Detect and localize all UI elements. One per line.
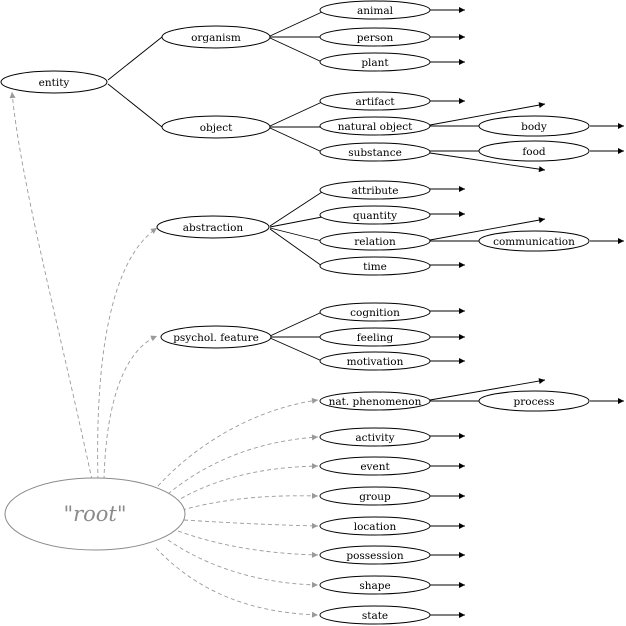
node-organism-label: organism bbox=[191, 32, 241, 44]
node-cognition-label: cognition bbox=[350, 307, 400, 319]
edge-root-shape bbox=[167, 539, 319, 588]
edge-root-nat-phenomenon bbox=[157, 397, 319, 487]
node-artifact-label: artifact bbox=[355, 96, 395, 108]
node-attribute: attribute bbox=[319, 180, 431, 200]
node-shape-label: shape bbox=[359, 580, 390, 592]
node-feeling: feeling bbox=[319, 327, 431, 347]
node-natural-object: natural object bbox=[319, 116, 431, 136]
edge-root-possession bbox=[177, 530, 319, 558]
node-time-label: time bbox=[363, 261, 387, 273]
node-attribute-label: attribute bbox=[352, 185, 399, 197]
node-food: food bbox=[478, 140, 590, 162]
node-group-label: group bbox=[359, 491, 391, 503]
node-state: state bbox=[319, 605, 431, 625]
node-event-label: event bbox=[360, 461, 390, 473]
edge-psychol-feature-cognition bbox=[269, 311, 323, 337]
node-possession-label: possession bbox=[346, 550, 403, 562]
root-node: "root" bbox=[4, 477, 186, 551]
edge-root-location bbox=[183, 519, 319, 529]
node-body: body bbox=[478, 115, 590, 137]
node-psychol-feature: psychol. feature bbox=[160, 325, 272, 349]
node-location: location bbox=[319, 516, 431, 536]
node-process: process bbox=[478, 390, 590, 412]
arrow-substance bbox=[429, 152, 546, 173]
node-possession: possession bbox=[319, 545, 431, 565]
node-shape: shape bbox=[319, 575, 431, 595]
node-substance: substance bbox=[319, 142, 431, 162]
node-communication-label: communication bbox=[493, 236, 575, 248]
node-entity-label: entity bbox=[39, 77, 70, 89]
node-animal-label: animal bbox=[357, 5, 394, 17]
node-person-label: person bbox=[357, 32, 394, 44]
node-nat-phenomenon-label: nat. phenomenon bbox=[329, 396, 422, 408]
root-label: "root" bbox=[63, 502, 126, 526]
edge-entity-object bbox=[107, 83, 163, 128]
node-object-label: object bbox=[200, 122, 233, 134]
node-communication: communication bbox=[478, 230, 590, 252]
node-feeling-label: feeling bbox=[357, 332, 394, 344]
node-activity: activity bbox=[319, 427, 431, 447]
node-relation: relation bbox=[319, 231, 431, 251]
node-organism: organism bbox=[161, 25, 271, 49]
node-motivation-label: motivation bbox=[347, 356, 404, 368]
node-entity: entity bbox=[0, 70, 108, 94]
node-body-label: body bbox=[521, 121, 547, 133]
node-abstraction-label: abstraction bbox=[183, 222, 244, 234]
node-nat-phenomenon: nat. phenomenon bbox=[319, 391, 431, 411]
arrow-relation bbox=[429, 217, 546, 241]
node-quantity: quantity bbox=[319, 205, 431, 225]
node-motivation: motivation bbox=[319, 351, 431, 371]
node-artifact: artifact bbox=[319, 91, 431, 111]
node-plant-label: plant bbox=[361, 57, 389, 69]
node-natural-object-label: natural object bbox=[338, 121, 413, 133]
node-psychol-feature-label: psychol. feature bbox=[173, 332, 259, 344]
node-event: event bbox=[319, 456, 431, 476]
edges-layer bbox=[9, 7, 624, 618]
node-substance-label: substance bbox=[348, 147, 402, 159]
node-object: object bbox=[161, 115, 271, 139]
edge-root-abstraction bbox=[97, 227, 158, 481]
edge-organism-animal bbox=[269, 11, 323, 37]
node-activity-label: activity bbox=[355, 432, 394, 444]
node-person: person bbox=[319, 27, 431, 47]
edge-root-entity bbox=[9, 91, 93, 481]
node-group: group bbox=[319, 486, 431, 506]
node-abstraction: abstraction bbox=[156, 215, 270, 239]
edge-organism-plant bbox=[269, 37, 323, 63]
node-cognition: cognition bbox=[319, 302, 431, 322]
node-quantity-label: quantity bbox=[353, 210, 397, 222]
edge-abstraction-attribute bbox=[269, 191, 323, 227]
node-state-label: state bbox=[362, 610, 388, 622]
edge-root-group bbox=[181, 492, 319, 511]
edge-root-activity bbox=[167, 434, 319, 495]
arrow-nat-phenomenon bbox=[429, 378, 546, 401]
node-plant: plant bbox=[319, 52, 431, 72]
node-food-label: food bbox=[522, 146, 546, 158]
edge-root-state bbox=[155, 547, 319, 618]
edge-abstraction-quantity bbox=[269, 216, 323, 228]
node-location-label: location bbox=[354, 521, 397, 533]
edge-abstraction-time bbox=[269, 228, 323, 267]
node-time: time bbox=[319, 256, 431, 276]
node-animal: animal bbox=[319, 0, 431, 20]
arrow-natural-object bbox=[429, 102, 546, 126]
edge-abstraction-relation bbox=[269, 227, 323, 242]
node-process-label: process bbox=[514, 396, 555, 408]
node-relation-label: relation bbox=[354, 236, 396, 248]
edge-root-event bbox=[174, 463, 319, 503]
edge-object-artifact bbox=[269, 101, 323, 127]
edge-psychol-feature-motivation bbox=[269, 337, 323, 362]
edge-root-psychol-feature bbox=[103, 335, 158, 481]
edge-entity-organism bbox=[107, 36, 163, 81]
edge-object-substance bbox=[269, 127, 323, 153]
